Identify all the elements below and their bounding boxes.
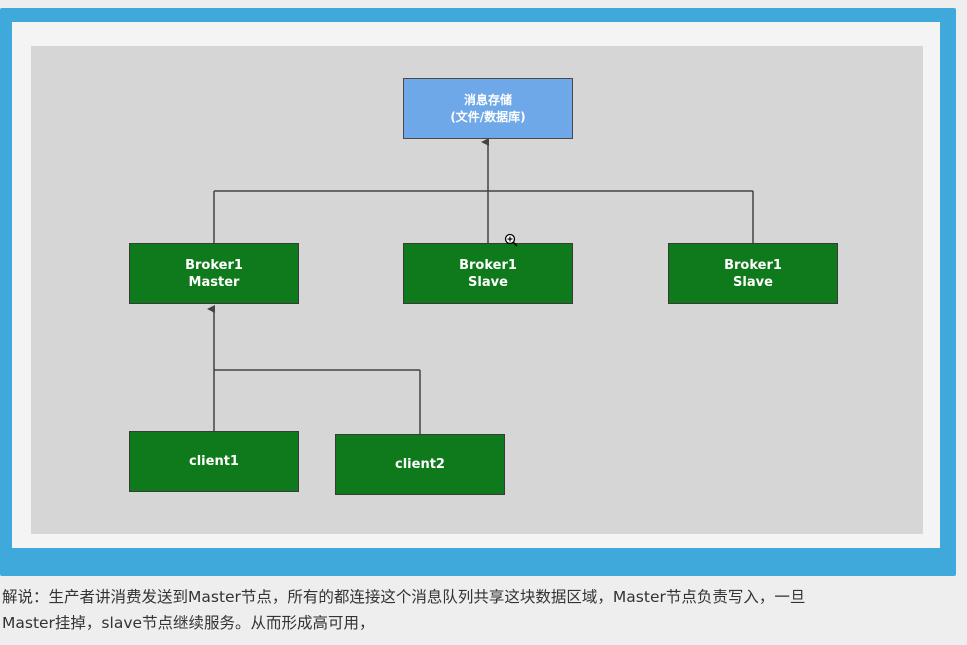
zoom-cursor-icon bbox=[504, 233, 518, 247]
client1-label: client1 bbox=[189, 454, 239, 469]
broker-master-node: Broker1 Master bbox=[129, 243, 299, 304]
broker-slave-node-1: Broker1 Slave bbox=[403, 243, 573, 304]
storage-label-line1: 消息存储 bbox=[463, 92, 512, 107]
broker-master-line1: Broker1 bbox=[185, 257, 243, 273]
caption-line-1: 解说：生产者讲消费发送到Master节点，所有的都连接这个消息队列共享这块数据区… bbox=[2, 588, 806, 606]
storage-label-line2: (文件/数据库) bbox=[450, 109, 526, 124]
broker-slave-node-2: Broker1 Slave bbox=[668, 243, 838, 304]
client2-node: client2 bbox=[335, 434, 505, 495]
broker-slave1-line2: Slave bbox=[468, 274, 508, 290]
broker-slave1-line1: Broker1 bbox=[459, 257, 517, 273]
storage-node: 消息存储 (文件/数据库) bbox=[403, 78, 573, 139]
client1-node: client1 bbox=[129, 431, 299, 492]
caption-text: 解说：生产者讲消费发送到Master节点，所有的都连接这个消息队列共享这块数据区… bbox=[2, 584, 962, 636]
broker-master-line2: Master bbox=[188, 274, 240, 290]
caption-line-2: Master挂掉，slave节点继续服务。从而形成高可用， bbox=[2, 614, 375, 632]
broker-slave2-line2: Slave bbox=[733, 274, 773, 290]
broker-slave2-line1: Broker1 bbox=[724, 257, 782, 273]
client2-label: client2 bbox=[395, 457, 445, 472]
